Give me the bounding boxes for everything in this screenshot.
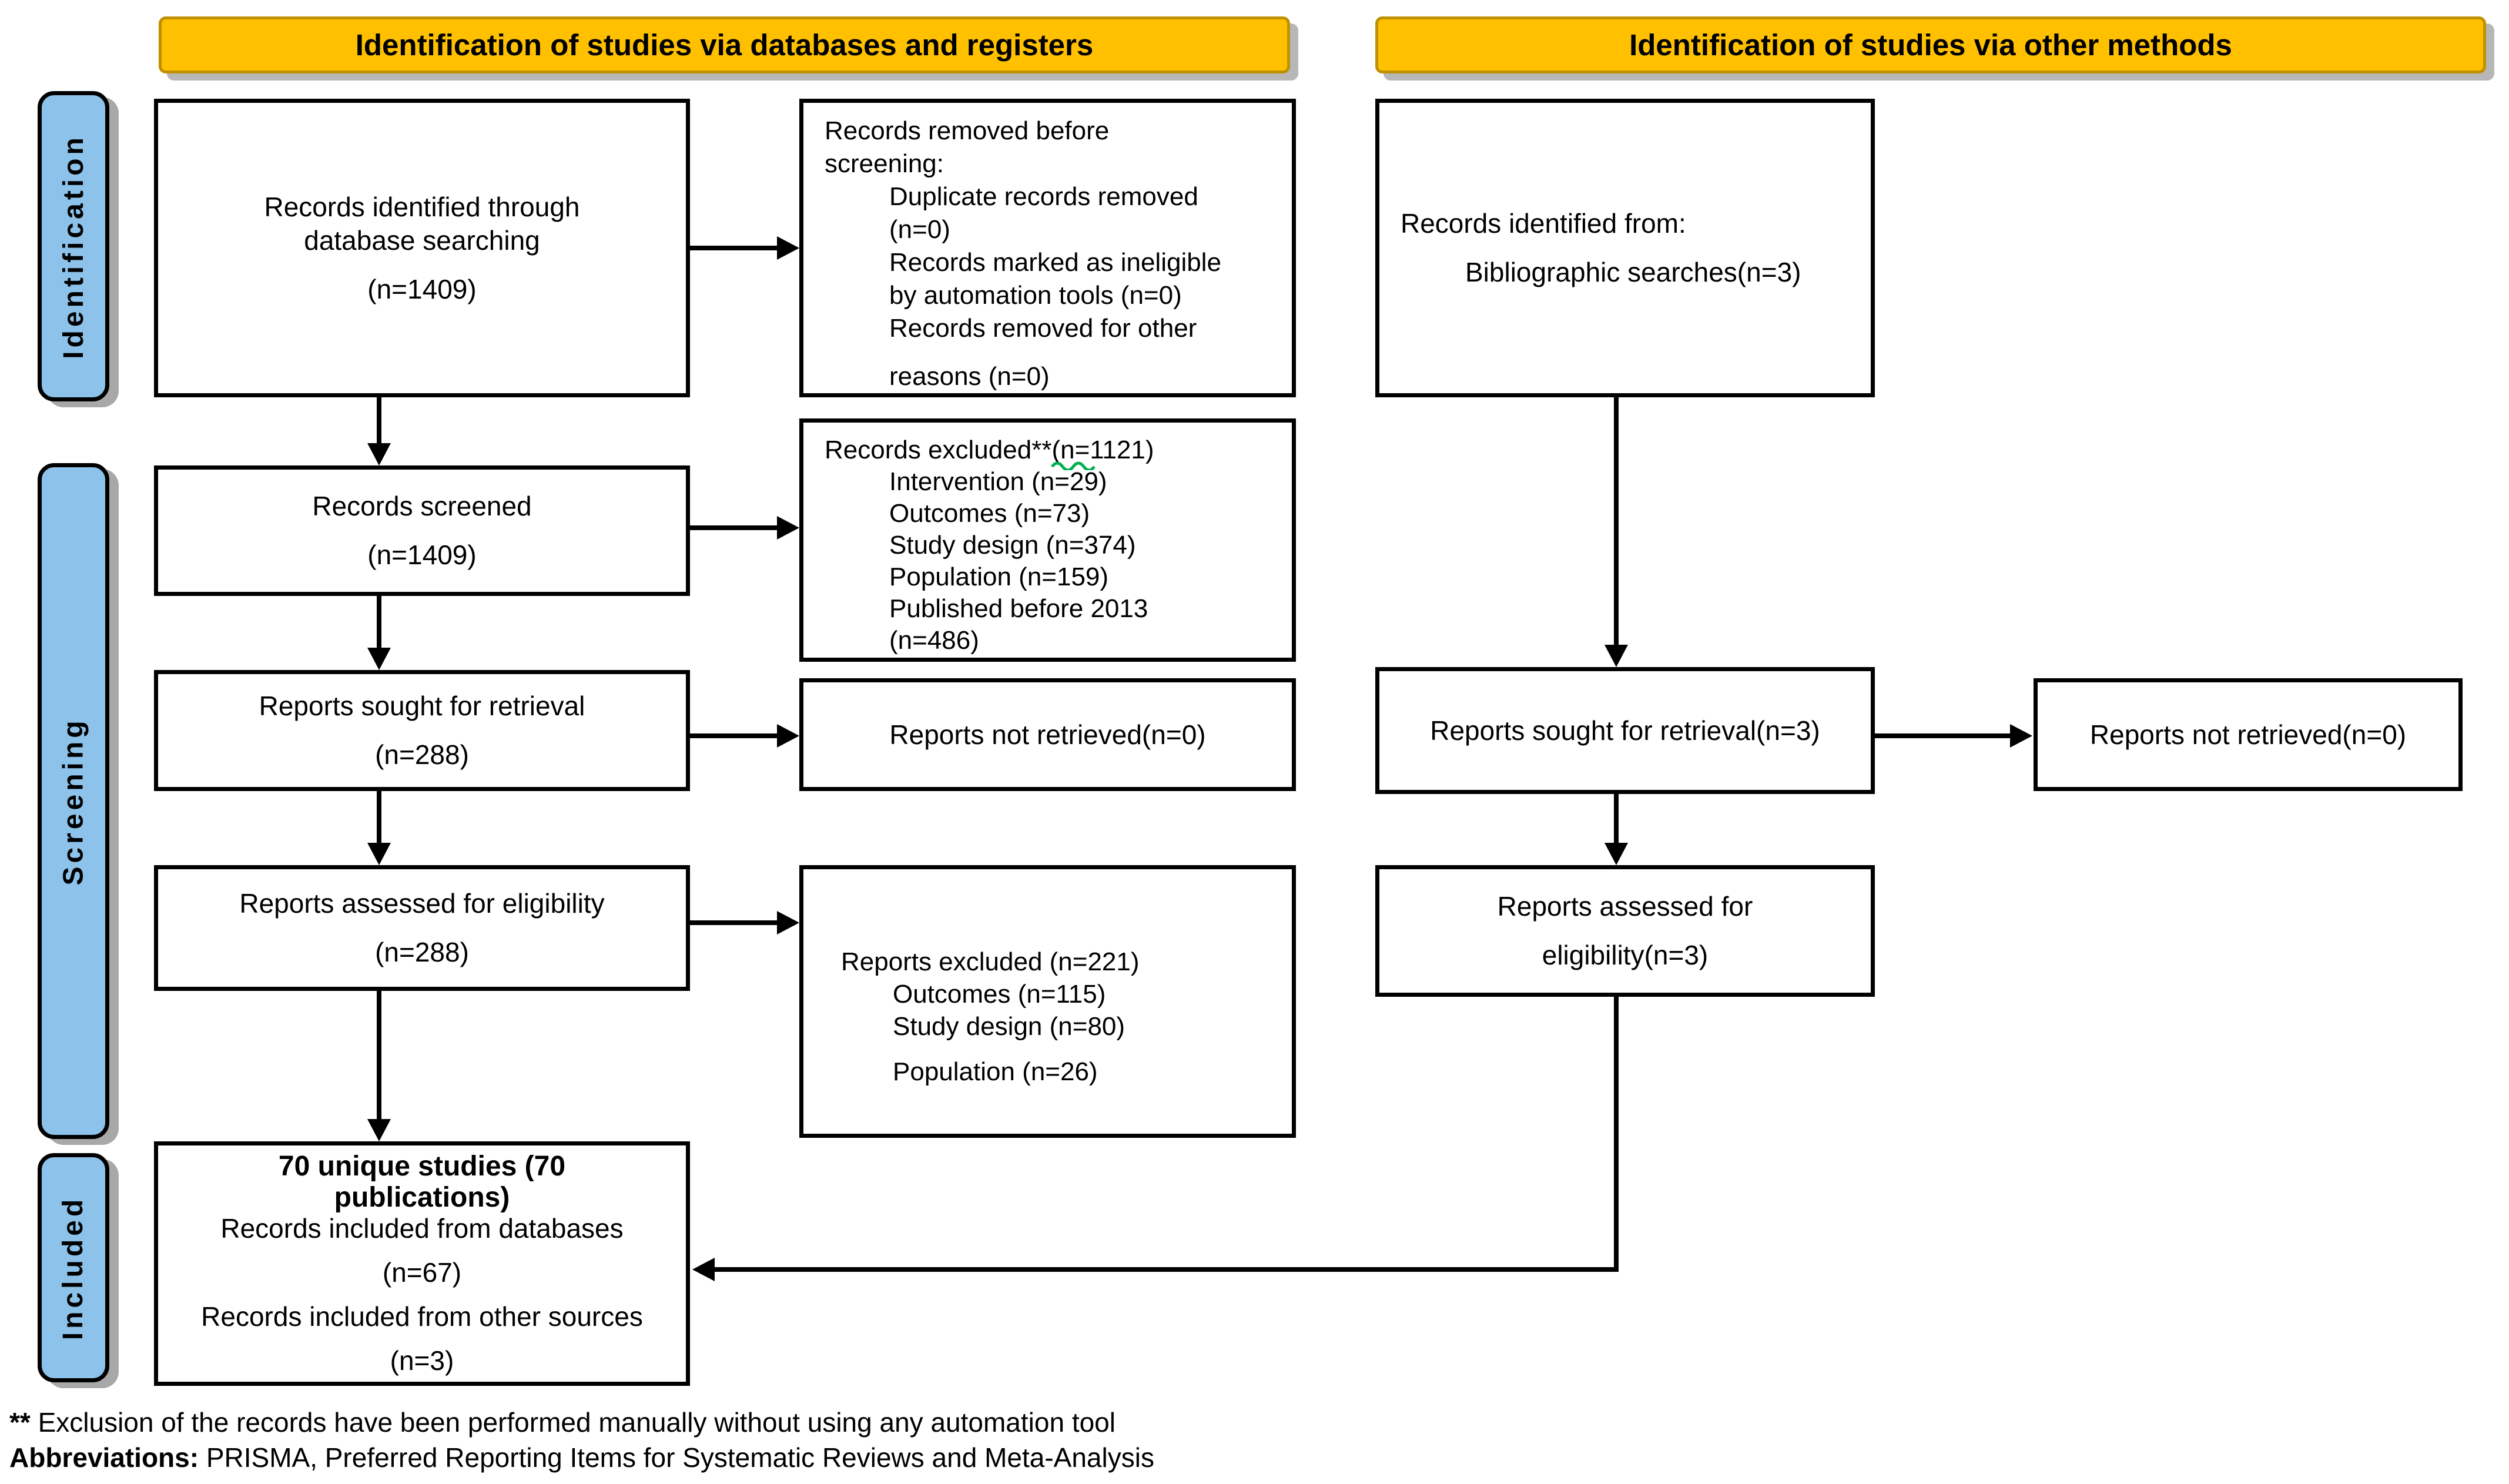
box-reports-assessed-eligibility: Reports assessed for eligibility (n=288) (154, 865, 690, 991)
arrow-sought-to-assessed-head (367, 843, 391, 865)
box-text-line: Study design (n=374) (889, 531, 1136, 560)
spellcheck-squiggle-icon (1051, 461, 1096, 470)
footnote-exclusion-prefix: ** (9, 1407, 31, 1438)
box-records-excluded: Records excluded**(n=1121) Intervention … (799, 418, 1296, 662)
box-text-line: (n=67) (382, 1257, 462, 1288)
arrow-screened-to-excluded-head (777, 516, 799, 540)
box-text-line: (n=3) (390, 1345, 454, 1376)
arrow-identified-to-screened-head (367, 443, 391, 465)
box-text-line: Duplicate records removed (889, 182, 1198, 211)
arrow-screened-to-sought-line (377, 596, 381, 650)
footnote-abbreviations: Abbreviations: PRISMA, Preferred Reporti… (9, 1440, 1154, 1475)
stage-bar-identification: Identification (38, 91, 109, 401)
arrow-other-identified-to-sought-line (1614, 397, 1619, 647)
box-text-line: Reports excluded (n=221) (841, 947, 1140, 976)
box-text-line: Outcomes (n=115) (893, 980, 1106, 1009)
header-other-methods: Identification of studies via other meth… (1375, 16, 2486, 73)
box-text-line: (n=1409) (367, 540, 477, 570)
box-other-records-identified: Records identified from: Bibliographic s… (1375, 99, 1875, 397)
arrow-identified-to-removed-head (777, 236, 799, 260)
box-text-line: Published before 2013 (889, 594, 1148, 623)
arrow-sought-to-assessed-line (377, 791, 381, 845)
arrow-other-sought-to-not-retrieved-head (2010, 724, 2032, 748)
box-text-line: (n=0) (889, 215, 950, 244)
box-text-line: (n=1409) (367, 273, 477, 304)
arrow-identified-to-removed-line (688, 246, 779, 250)
box-reports-excluded: Reports excluded (n=221) Outcomes (n=115… (799, 865, 1296, 1138)
arrow-assessed-to-included-line (377, 991, 381, 1121)
stage-label-included: Included (58, 1195, 89, 1340)
box-text-line: Reports not retrieved(n=0) (2089, 719, 2407, 750)
arrow-other-sought-to-assessed-line (1614, 794, 1619, 845)
box-text-line: screening: (825, 149, 944, 178)
box-text-line: database searching (304, 225, 540, 256)
box-records-screened: Records screened (n=1409) (154, 465, 690, 596)
arrow-assessed-to-excluded-line (688, 920, 779, 925)
box-text-line: by automation tools (n=0) (889, 281, 1182, 310)
box-text-line: Records removed before (825, 116, 1110, 145)
box-text-line: Intervention (n=29) (889, 467, 1107, 496)
box-text-line: Records identified from: (1401, 208, 1686, 239)
footnote-exclusion: ** Exclusion of the records have been pe… (9, 1405, 1116, 1440)
box-text-line: Reports assessed for eligibility (239, 888, 605, 919)
header-other-methods-label: Identification of studies via other meth… (1629, 28, 2232, 62)
box-other-reports-not-retrieved: Reports not retrieved(n=0) (2034, 678, 2463, 791)
box-text-line: Outcomes (n=73) (889, 499, 1090, 528)
box-reports-not-retrieved: Reports not retrieved(n=0) (799, 678, 1296, 791)
box-text-line: publications) (334, 1182, 510, 1213)
arrow-assessed-to-included-head (367, 1119, 391, 1141)
arrow-sought-to-not-retrieved-head (777, 724, 799, 748)
box-text-line: (n=288) (375, 937, 469, 967)
box-text-line: 70 unique studies (70 (278, 1151, 566, 1182)
box-records-removed-before-screening: Records removed before screening: Duplic… (799, 99, 1296, 397)
stage-label-screening: Screening (58, 716, 89, 886)
box-text-line: Bibliographic searches(n=3) (1465, 257, 1801, 287)
box-text-line: Reports sought for retrieval (259, 691, 585, 721)
arrow-other-assessed-to-included-hline (715, 1267, 1619, 1272)
arrow-other-sought-to-not-retrieved-line (1875, 733, 2012, 738)
box-text-line: Reports not retrieved(n=0) (889, 719, 1206, 750)
footnote-exclusion-text: Exclusion of the records have been perfo… (30, 1407, 1116, 1438)
arrow-screened-to-excluded-line (688, 525, 779, 530)
arrow-sought-to-not-retrieved-line (688, 733, 779, 738)
stage-label-identification: Identification (58, 133, 89, 359)
header-databases-registers-label: Identification of studies via databases … (355, 28, 1094, 62)
box-text-line: Reports assessed for (1497, 891, 1753, 922)
footnote-abbreviations-prefix: Abbreviations: (9, 1442, 199, 1473)
arrow-other-identified-to-sought-head (1604, 645, 1628, 667)
box-text-line: reasons (n=0) (889, 362, 1050, 391)
box-other-reports-assessed-eligibility: Reports assessed for eligibility(n=3) (1375, 865, 1875, 997)
arrow-other-assessed-to-included-head (692, 1258, 715, 1281)
box-text-line: Records excluded**(n=1121) (825, 436, 1154, 464)
arrow-assessed-to-excluded-head (777, 911, 799, 934)
box-text-line: Records screened (312, 491, 532, 521)
box-text-line: eligibility(n=3) (1542, 940, 1709, 970)
box-text-line: Population (n=26) (893, 1057, 1098, 1086)
box-other-reports-sought-retrieval: Reports sought for retrieval(n=3) (1375, 667, 1875, 794)
box-text-line: Records marked as ineligible (889, 248, 1221, 277)
stage-bar-included: Included (38, 1153, 109, 1382)
box-text-line: Study design (n=80) (893, 1012, 1125, 1041)
box-text-line: Records included from other sources (201, 1301, 643, 1332)
arrow-screened-to-sought-head (367, 648, 391, 670)
stage-bar-screening: Screening (38, 463, 109, 1139)
footnote-abbreviations-text: PRISMA, Preferred Reporting Items for Sy… (199, 1442, 1154, 1473)
arrow-other-assessed-to-included-vline (1614, 997, 1619, 1272)
box-text-line: Records included from databases (220, 1213, 624, 1244)
box-records-identified: Records identified through database sear… (154, 99, 690, 397)
box-text-line: (n=486) (889, 626, 979, 655)
header-databases-registers: Identification of studies via databases … (159, 16, 1290, 73)
arrow-other-sought-to-assessed-head (1604, 843, 1628, 865)
box-text-line: Population (n=159) (889, 562, 1109, 591)
box-reports-sought-retrieval: Reports sought for retrieval (n=288) (154, 670, 690, 791)
box-text-line: Reports sought for retrieval(n=3) (1430, 715, 1820, 746)
box-text-line: (n=288) (375, 739, 469, 770)
box-text-line: Records removed for other (889, 314, 1197, 343)
arrow-identified-to-screened-line (377, 397, 381, 445)
box-text-line: Records identified through (264, 191, 580, 222)
box-included-studies: 70 unique studies (70 publications) Reco… (154, 1141, 690, 1386)
